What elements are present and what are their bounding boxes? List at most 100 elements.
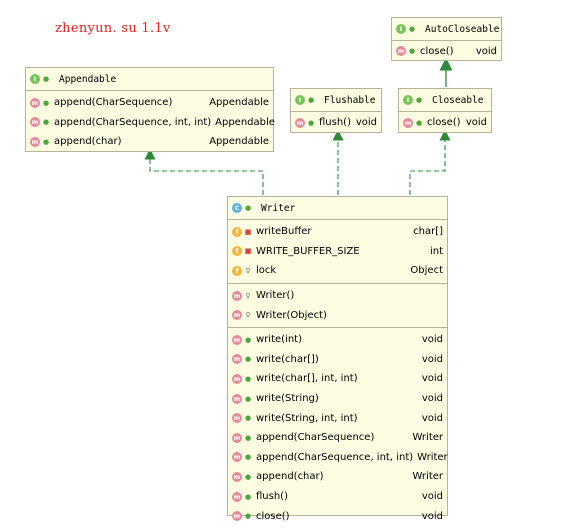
method-row[interactable]: m ● append(CharSequence) Writer — [228, 428, 447, 448]
method-icon: m — [232, 432, 242, 443]
member-name: Writer() — [256, 290, 295, 302]
public-icon: ● — [244, 472, 252, 481]
member-type: int — [429, 245, 443, 257]
member-type: void — [421, 334, 443, 346]
method-row[interactable]: m ● write(String, int, int) void — [228, 408, 447, 428]
method-icon: m — [232, 354, 242, 365]
method-icon: m — [232, 334, 242, 345]
method-row[interactable]: m ● append(CharSequence, int, int) Write… — [228, 448, 448, 468]
class-header: C ● Writer — [228, 197, 447, 220]
member-type: void — [465, 117, 487, 128]
static-final-field-icon: f — [232, 246, 242, 257]
member-name: append(char) — [54, 136, 122, 148]
method-row[interactable]: m ● write(char[]) void — [228, 350, 447, 370]
class-header: I ● Closeable — [399, 89, 491, 112]
interface-icon: I — [295, 95, 305, 105]
member-type: void — [421, 393, 443, 405]
class-name: Appendable — [59, 73, 117, 85]
member-type: Object — [410, 265, 443, 277]
class-name: Closeable — [432, 94, 484, 106]
method-row[interactable]: m ● append(CharSequence, int, int) Appen… — [26, 113, 275, 133]
public-icon: ● — [244, 492, 252, 501]
class-closeable[interactable]: I ● Closeable m ● close() void — [398, 88, 492, 133]
constructor-row[interactable]: m ♀ Writer(Object) — [228, 305, 447, 325]
member-type: Writer — [412, 432, 443, 444]
public-icon: ● — [42, 118, 50, 127]
private-lock-icon: ■ — [244, 247, 252, 256]
method-row[interactable]: m ● append(CharSequence) Appendable — [26, 93, 273, 113]
member-name: write(String) — [256, 393, 319, 405]
member-type: void — [421, 353, 443, 365]
public-icon: ● — [244, 414, 252, 423]
method-icon: m — [232, 452, 242, 463]
abstract-class-icon: C — [232, 203, 242, 213]
member-name: close() — [427, 117, 461, 128]
method-row[interactable]: m ● close() void — [399, 114, 491, 131]
method-row[interactable]: m ● close() void — [228, 506, 447, 526]
class-writer[interactable]: C ● Writer f ■ writeBuffer char[] f ■ WR… — [227, 196, 448, 522]
field-icon: f — [232, 265, 242, 276]
method-icon: m — [30, 97, 40, 108]
method-icon: m — [30, 117, 40, 128]
member-type: void — [421, 412, 443, 424]
method-row[interactable]: m ● append(char) Writer — [228, 467, 447, 487]
member-name: flush() — [256, 491, 288, 503]
method-icon: m — [232, 290, 242, 301]
method-icon: m — [295, 117, 305, 128]
method-row[interactable]: m ● flush() void — [291, 114, 381, 131]
member-type: char[] — [413, 226, 443, 238]
method-icon: m — [232, 310, 242, 321]
member-name: append(CharSequence) — [256, 432, 375, 444]
constructor-row[interactable]: m ♀ Writer() — [228, 286, 447, 306]
public-icon: ● — [244, 355, 252, 364]
member-name: close() — [256, 510, 290, 522]
member-name: WRITE_BUFFER_SIZE — [256, 245, 360, 257]
member-type: Appendable — [215, 116, 275, 128]
class-header: I ● AutoCloseable — [392, 18, 501, 41]
member-name: append(CharSequence) — [54, 97, 173, 109]
interface-icon: I — [30, 74, 40, 84]
class-name: Flushable — [324, 94, 376, 106]
public-icon: ● — [244, 394, 252, 403]
method-row[interactable]: m ● close() void — [392, 43, 501, 59]
field-row[interactable]: f ■ writeBuffer char[] — [228, 222, 447, 242]
member-name: write(String, int, int) — [256, 412, 358, 424]
member-name: lock — [256, 265, 277, 277]
interface-icon: I — [396, 24, 406, 34]
member-type: Writer — [412, 471, 443, 483]
method-icon: m — [232, 393, 242, 404]
interface-icon: I — [403, 95, 413, 105]
member-type: Appendable — [209, 136, 269, 148]
class-autocloseable[interactable]: I ● AutoCloseable m ● close() void — [391, 17, 502, 61]
protected-key-icon: ♀ — [245, 311, 251, 320]
member-name: flush() — [319, 117, 351, 128]
method-row[interactable]: m ● write(char[], int, int) void — [228, 369, 447, 389]
public-icon: ● — [42, 98, 50, 107]
member-name: writeBuffer — [256, 226, 312, 238]
public-icon: ● — [408, 47, 416, 55]
public-icon: ● — [307, 118, 315, 127]
member-name: write(char[]) — [256, 353, 319, 365]
class-appendable[interactable]: I ● Appendable m ● append(CharSequence) … — [25, 67, 275, 152]
member-name: write(int) — [256, 334, 302, 346]
abstract-method-icon: m — [232, 511, 242, 522]
field-row[interactable]: f ♀ lock Object — [228, 261, 447, 281]
class-flushable[interactable]: I ● Flushable m ● flush() void — [290, 88, 382, 133]
method-icon: m — [396, 46, 406, 56]
public-icon: ● — [307, 96, 315, 104]
public-icon: ● — [42, 75, 50, 83]
public-icon: ● — [42, 137, 50, 146]
protected-key-icon: ♀ — [245, 291, 251, 300]
field-row[interactable]: f ■ WRITE_BUFFER_SIZE int — [228, 242, 447, 262]
member-name: append(CharSequence, int, int) — [54, 116, 212, 128]
abstract-method-icon: m — [232, 373, 242, 384]
method-row[interactable]: m ● write(int) void — [228, 330, 447, 350]
method-row[interactable]: m ● append(char) Appendable — [26, 132, 273, 152]
member-type: void — [475, 45, 497, 57]
class-header: I ● Flushable — [291, 89, 381, 112]
edge-writer-closeable — [409, 129, 451, 195]
method-icon: m — [30, 136, 40, 147]
methods-section: m ● write(int) void m ● write(char[]) vo… — [228, 328, 448, 528]
method-row[interactable]: m ● flush() void — [228, 487, 447, 507]
method-row[interactable]: m ● write(String) void — [228, 389, 447, 409]
